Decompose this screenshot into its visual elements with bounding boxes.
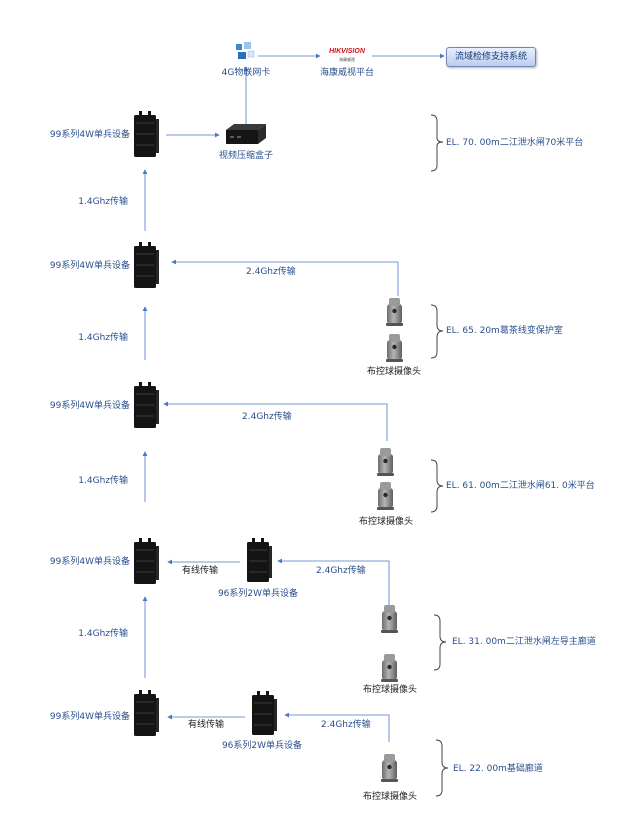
video-box-label: 视频压缩盒子	[218, 151, 274, 161]
link-14-label: 1.4Ghz传输	[78, 629, 128, 639]
device-96-label: 96系列2W单兵设备	[221, 741, 303, 751]
camera-icon	[386, 298, 403, 326]
device-99-label: 99系列4W单兵设备	[49, 261, 130, 271]
camera-label: 布控球摄像头	[366, 367, 422, 377]
camera-icon	[377, 448, 394, 476]
bracket-2	[430, 304, 444, 359]
camera-icon	[381, 605, 398, 633]
link-24-label: 2.4Ghz传输	[242, 412, 292, 422]
video-box-icon	[226, 124, 266, 144]
wired-label: 有线传输	[188, 720, 225, 730]
device-96-level5	[252, 691, 277, 735]
device-99-label: 99系列4W单兵设备	[49, 130, 130, 140]
camera-label: 布控球摄像头	[362, 685, 418, 695]
bracket-4	[433, 614, 447, 671]
camera-icon	[377, 482, 394, 510]
camera-icon	[386, 334, 403, 362]
device-99-label: 99系列4W单兵设备	[49, 557, 130, 567]
card-4g-label: 4G物联网卡	[221, 68, 271, 78]
wired-label: 有线传输	[182, 566, 219, 576]
camera-icon	[381, 754, 398, 782]
elevation-brackets	[430, 114, 449, 797]
link-24-level4	[277, 558, 390, 606]
sim-card-icon	[236, 42, 255, 59]
watershed-system-button[interactable]: 流域检修支持系统	[446, 47, 536, 67]
device-99-level2	[134, 242, 159, 288]
device-99-level1	[134, 111, 159, 157]
elevation-label: EL. 65. 20m葛茶线变保护室	[446, 326, 563, 336]
camera-icon	[381, 654, 398, 682]
hikvision-logo: HIKVISION 海康威视	[329, 48, 365, 62]
device-99-label: 99系列4W单兵设备	[49, 712, 130, 722]
link-24-level3	[163, 401, 388, 441]
link-14-label: 1.4Ghz传输	[78, 333, 128, 343]
elevation-label: EL. 61. 00m二江泄水闸61. 0米平台	[446, 481, 595, 491]
link-24-label: 2.4Ghz传输	[316, 566, 366, 576]
device-99-level4	[134, 538, 159, 584]
link-24-level2	[171, 259, 399, 296]
link-14-label: 1.4Ghz传输	[78, 197, 128, 207]
elevation-label: EL. 22. 00m基础廊道	[453, 764, 543, 774]
device-96-level4	[247, 538, 272, 582]
hik-platform-label: 海康威视平台	[319, 68, 375, 78]
device-99-level3	[134, 382, 159, 428]
elevation-label: EL. 31. 00m二江泄水闸左导主廊道	[452, 637, 596, 647]
bracket-5	[435, 739, 449, 797]
camera-label: 布控球摄像头	[362, 792, 418, 802]
link-24-label: 2.4Ghz传输	[321, 720, 371, 730]
device-99-level5	[134, 690, 159, 736]
link-24-level5	[284, 712, 390, 742]
link-24-label: 2.4Ghz传输	[246, 267, 296, 277]
device-96-label: 96系列2W单兵设备	[217, 589, 299, 599]
connection-lines	[142, 53, 445, 742]
bracket-3	[430, 459, 444, 513]
camera-label: 布控球摄像头	[358, 517, 414, 527]
elevation-label: EL. 70. 00m二江泄水闸70米平台	[446, 138, 584, 148]
link-14-label: 1.4Ghz传输	[78, 476, 128, 486]
bracket-1	[430, 114, 444, 172]
device-99-label: 99系列4W单兵设备	[49, 401, 130, 411]
